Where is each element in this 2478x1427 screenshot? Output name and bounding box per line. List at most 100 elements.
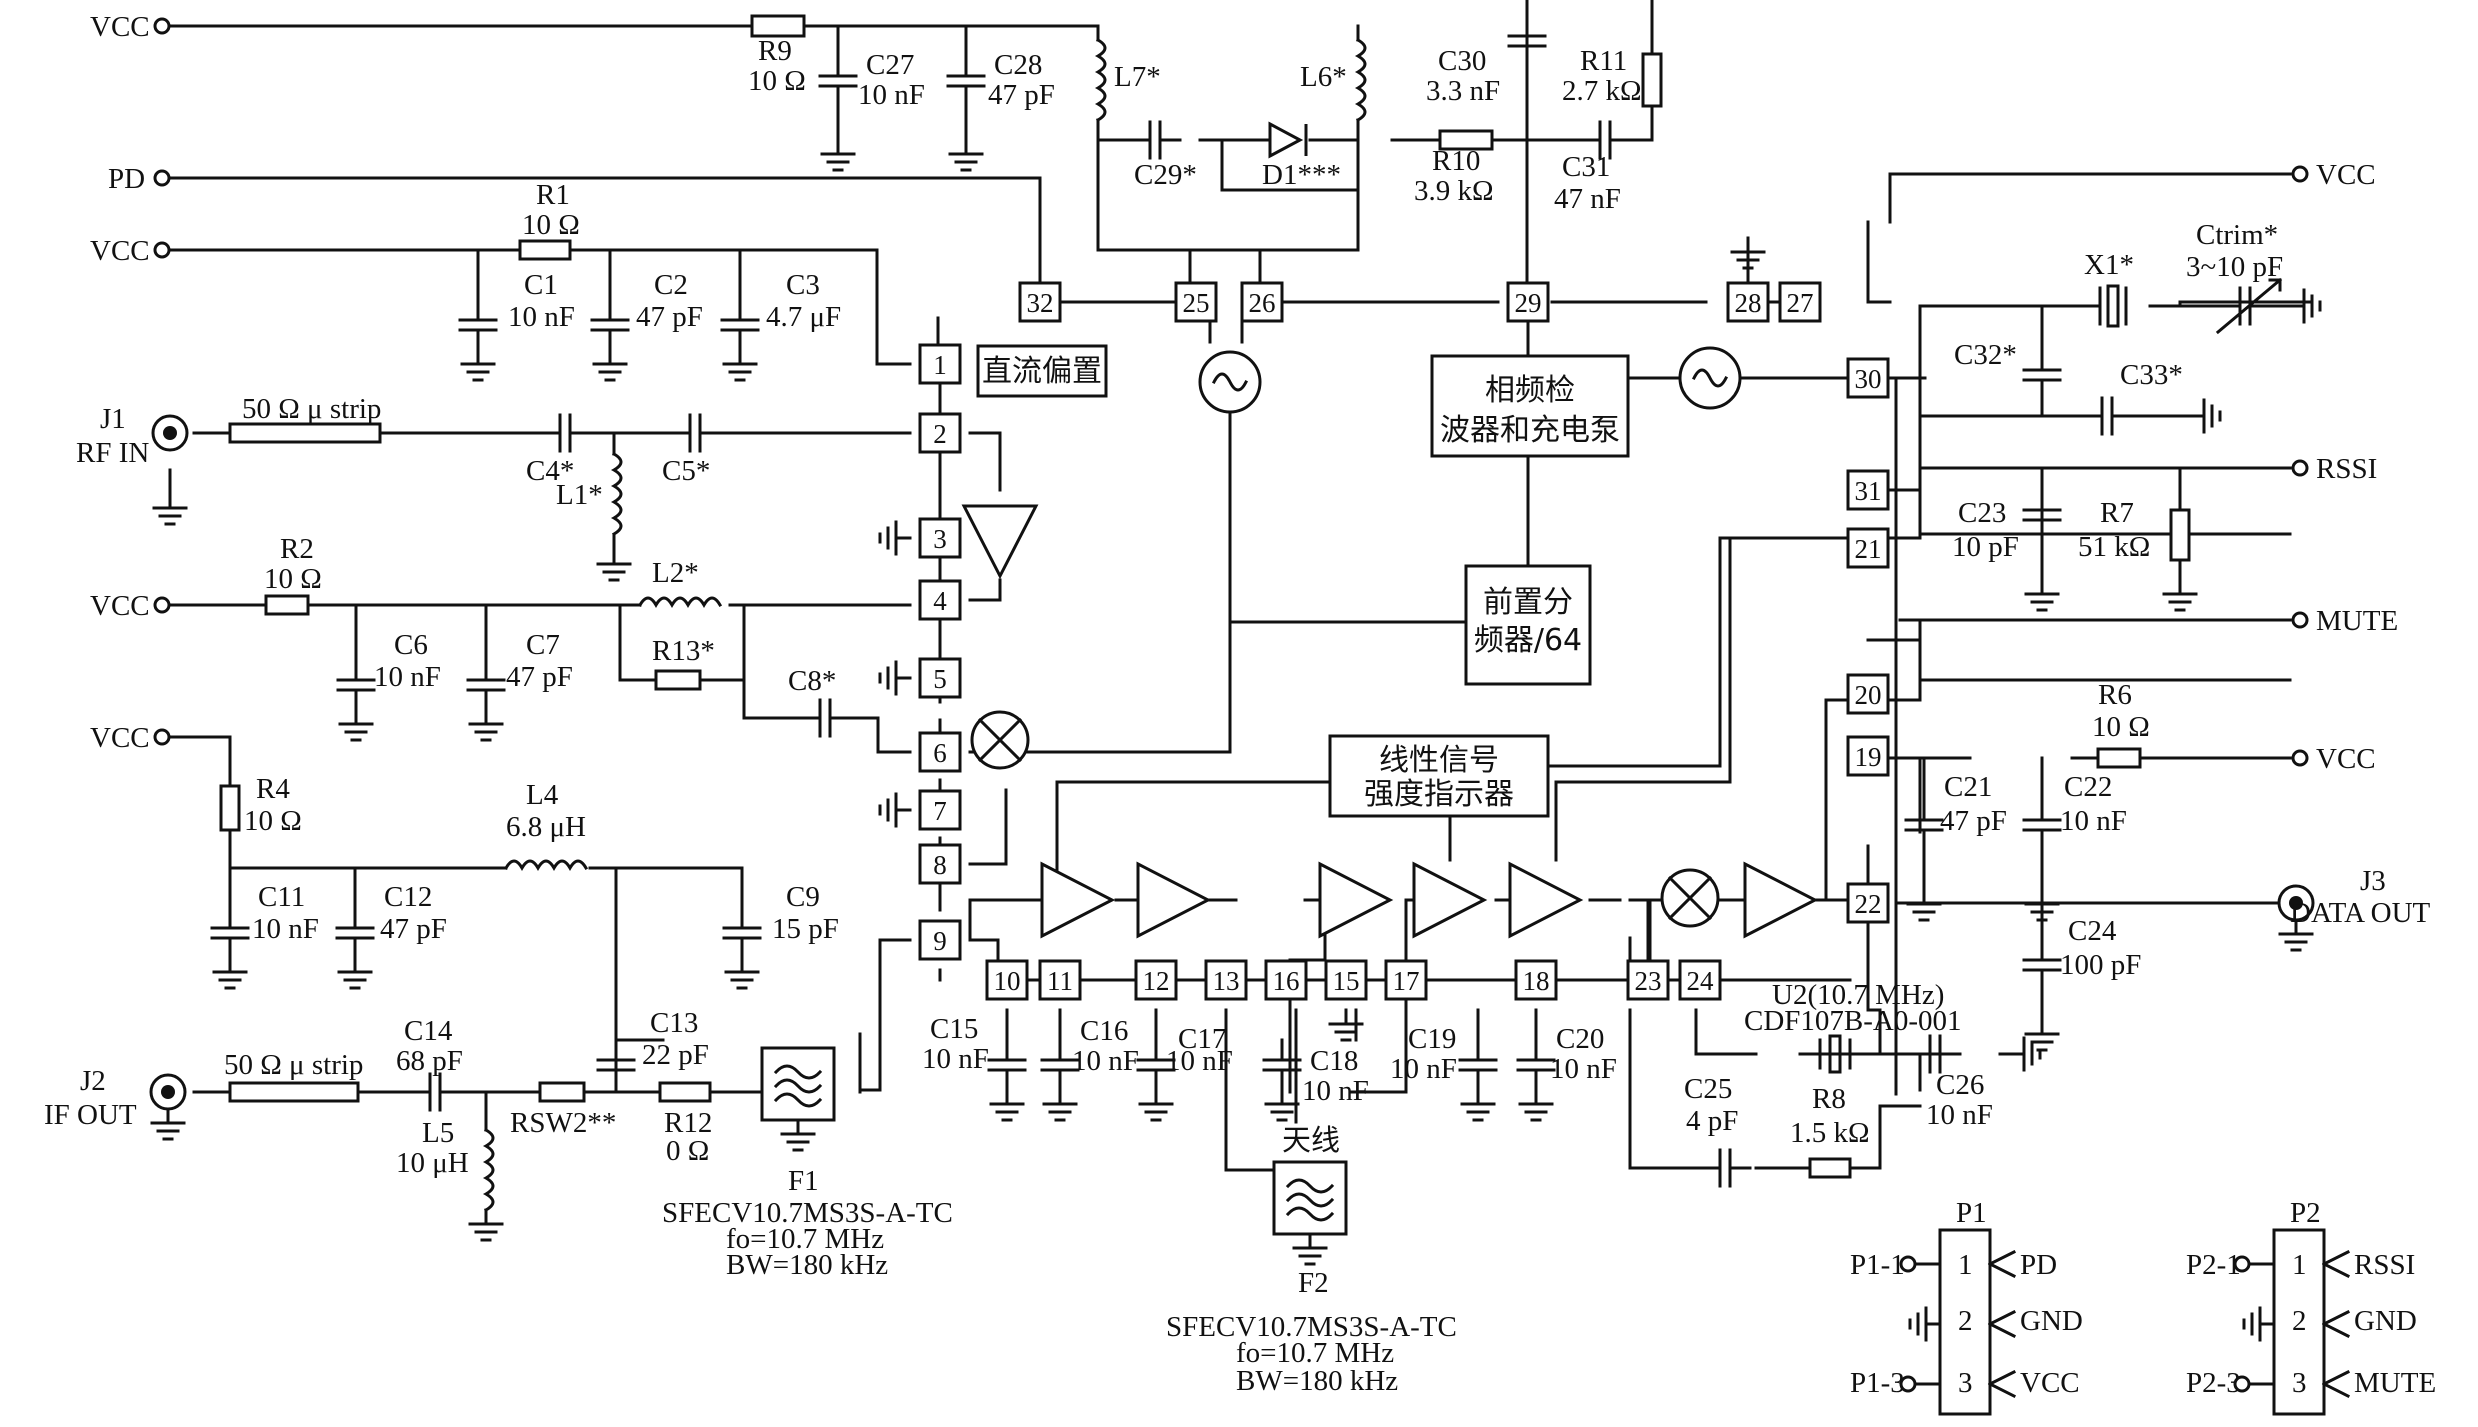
ic-blocks: 直流偏置 相频检 波器和充电泵 前置分 频器/64 线性信号 强度指示器 [976, 300, 1870, 818]
ic-pin-5 [918, 657, 962, 699]
ic-pin-number: 28 [1735, 288, 1762, 318]
p1-pin2-signal: GND [2020, 1305, 2083, 1337]
vcc-label: VCC [90, 590, 150, 622]
ic-pin-number: 18 [1523, 966, 1550, 996]
filter-f2-icon [1272, 1160, 1348, 1236]
ground-icon [1518, 1088, 1554, 1122]
net-labels: VCC PD VCC J1 RF IN VCC VCC J2 IF OUT VC… [44, 11, 2431, 1131]
r8-label: R8 [1812, 1083, 1846, 1115]
vcc-label: VCC [90, 235, 150, 267]
l4-label: L4 [526, 779, 559, 811]
ground-icon [1460, 1088, 1496, 1122]
ic-pin-2 [918, 412, 962, 454]
ground-icon [989, 1088, 1025, 1122]
ic-pin-number: 6 [933, 738, 947, 768]
l1-label: L1* [556, 479, 603, 511]
strip2-label: 50 Ω μ strip [224, 1049, 363, 1081]
c1-label: C1 [524, 269, 558, 301]
p1-pin2-num: 2 [1958, 1305, 1973, 1337]
ic-pin-number: 1 [933, 350, 947, 380]
limiter-amp-1-icon [1318, 862, 1392, 938]
lna-amplifier-icon [962, 504, 1038, 578]
c17-label: C17 [1178, 1023, 1226, 1055]
p1-pin1-signal: PD [2020, 1249, 2057, 1281]
ic-pin-12 [1134, 959, 1178, 1001]
ic-pin-21 [1846, 527, 1890, 569]
c9-value: 15 pF [772, 913, 839, 945]
ic-pin-3 [918, 517, 962, 559]
ic-pin-number: 21 [1855, 534, 1882, 564]
c14-value: 68 pF [396, 1045, 463, 1077]
r4-label: R4 [256, 773, 290, 805]
c16-label: C16 [1080, 1015, 1128, 1047]
vcc-port-icon [2291, 165, 2309, 183]
p2-pin1-ref: P2-1 [2186, 1249, 2241, 1281]
c31-label: C31 [1562, 151, 1610, 183]
rssi-label-2: 强度指示器 [1364, 777, 1514, 812]
ic-pin-28 [1726, 281, 1770, 323]
c11-value: 10 nF [252, 913, 319, 945]
vcc-port-icon [153, 728, 171, 746]
r8-value: 1.5 kΩ [1790, 1117, 1870, 1149]
dc-bias-label: 直流偏置 [982, 354, 1102, 389]
r10-label: R10 [1432, 145, 1480, 177]
ic-pin-number: 22 [1855, 889, 1882, 919]
c6-value: 10 nF [374, 661, 441, 693]
r7-value: 51 kΩ [2078, 531, 2150, 563]
l2-inductor-icon [637, 596, 723, 609]
ic-pin-11 [1038, 959, 1082, 1001]
c24-cap-icon [2022, 938, 2062, 992]
c16-value: 10 nF [1072, 1045, 1139, 1077]
ic-pin-number: 30 [1855, 364, 1882, 394]
ic-pin-9 [918, 919, 962, 961]
ground-icon [468, 708, 504, 742]
p2-title: P2 [2290, 1197, 2321, 1229]
if-amp-2-icon [1136, 862, 1210, 938]
ground-icon [338, 708, 374, 742]
c26-label: C26 [1936, 1069, 1984, 1101]
x1-crystal-icon [2098, 284, 2128, 328]
vcc-port-icon [153, 17, 171, 35]
ground-icon [460, 348, 496, 382]
p2-pin3-num: 3 [2292, 1367, 2307, 1399]
ic-pin-15 [1324, 959, 1368, 1001]
mute-port-icon [2291, 611, 2309, 629]
pfd-label-2: 波器和充电泵 [1440, 413, 1620, 448]
r4-value: 10 Ω [244, 805, 302, 837]
ic-pin-19 [1846, 735, 1890, 777]
c2-label: C2 [654, 269, 688, 301]
j2-label: J2 [80, 1065, 106, 1097]
ic-pin-number: 8 [933, 850, 947, 880]
strip2-icon [228, 1081, 360, 1103]
c14-cap-icon [408, 1072, 462, 1112]
c20-value: 10 nF [1550, 1053, 1617, 1085]
c7-value: 47 pF [506, 661, 573, 693]
ground-icon [1634, 0, 1670, 6]
pfd-label-1: 相频检 [1485, 373, 1575, 408]
ground-icon [468, 1208, 504, 1242]
ic-pin-number: 2 [933, 419, 947, 449]
c19-label: C19 [1408, 1023, 1456, 1055]
j3-label: J3 [2360, 865, 2386, 897]
ic-pin-6 [918, 731, 962, 773]
c26-value: 10 nF [1926, 1099, 1993, 1131]
ic-pin-24 [1678, 959, 1722, 1001]
ic-pin-number: 12 [1143, 966, 1170, 996]
vcc-port-icon [153, 596, 171, 614]
ground-icon [1292, 1232, 1328, 1266]
c7-label: C7 [526, 629, 560, 661]
ic-pin-number: 27 [1787, 288, 1814, 318]
ic-pin-27 [1778, 281, 1822, 323]
c24-label: C24 [2068, 915, 2117, 947]
ports [153, 17, 2309, 767]
c21-cap-icon [1904, 798, 1944, 852]
p2-pin1-signal: RSSI [2354, 1249, 2415, 1281]
c15-label: C15 [930, 1013, 978, 1045]
c25-cap-icon [1698, 1148, 1752, 1188]
ic-pin-7 [918, 789, 962, 831]
ground-icon [1042, 1088, 1078, 1122]
ic-pin-number: 20 [1855, 680, 1882, 710]
c3-cap-icon [720, 298, 760, 352]
ground-icon [150, 1107, 186, 1141]
rsw2-resistor-icon [538, 1081, 586, 1103]
